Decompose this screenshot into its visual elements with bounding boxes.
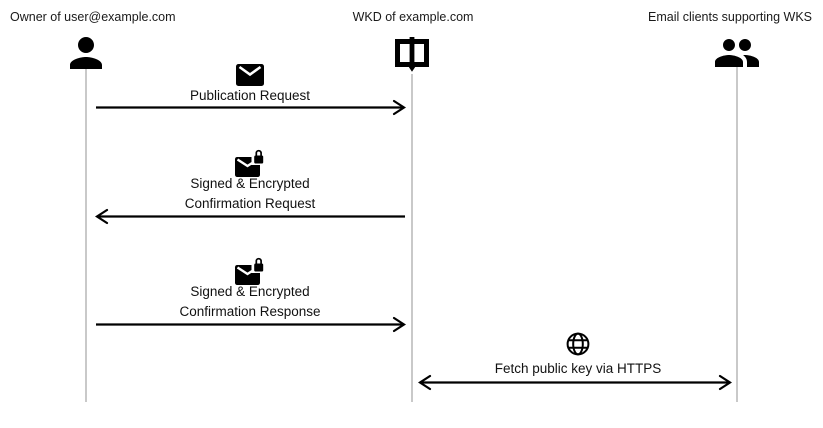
arrow-both-fetch-public-key (418, 374, 732, 391)
message-line: Confirmation Response (179, 304, 321, 319)
message-line: Confirmation Request (184, 196, 316, 211)
mail-lock-icon (235, 149, 264, 177)
open-book-icon (395, 37, 429, 72)
message-label-fetch-public-key: Fetch public key via HTTPS (495, 359, 662, 379)
people-icon (715, 39, 759, 67)
actor-label-owner: Owner of user@example.com (10, 10, 176, 24)
arrow-right-confirmation-response (96, 316, 407, 333)
message-line: Signed & Encrypted (190, 284, 310, 299)
person-icon (70, 37, 102, 69)
arrow-left-confirmation-request (95, 208, 405, 225)
arrow-right-publication-request (96, 99, 407, 116)
lifeline-owner (85, 69, 87, 402)
message-label-confirmation-request: Signed & Encrypted Confirmation Request (185, 174, 316, 214)
mail-lock-icon (235, 257, 264, 285)
message-line: Publication Request (189, 88, 311, 103)
message-label-confirmation-response: Signed & Encrypted Confirmation Response (179, 282, 320, 322)
actor-label-email-clients: Email clients supporting WKS (648, 10, 812, 24)
actor-label-wkd: WKD of example.com (352, 10, 474, 24)
mail-icon (236, 64, 264, 86)
message-line: Signed & Encrypted (190, 176, 310, 191)
globe-icon (566, 332, 590, 356)
message-label-publication-request: Publication Request (190, 86, 310, 106)
lifeline-wkd (411, 74, 413, 402)
lifeline-email-clients (736, 67, 738, 402)
message-line: Fetch public key via HTTPS (494, 361, 662, 376)
